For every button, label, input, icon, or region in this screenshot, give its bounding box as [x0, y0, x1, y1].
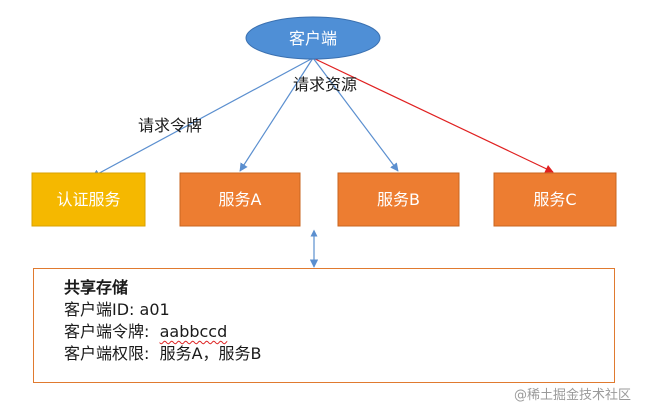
- service-b-label: 服务B: [377, 190, 420, 209]
- auth-service-label: 认证服务: [56, 190, 120, 209]
- client-token-row: 客户端令牌: aabbccd: [64, 321, 614, 343]
- client-id-label: 客户端ID:: [64, 300, 140, 319]
- arrow-client-to-service-c: [312, 57, 554, 173]
- client-node: [245, 16, 381, 60]
- client-token-value: aabbccd: [159, 322, 228, 341]
- service-a-box: [179, 172, 301, 227]
- arrow-client-to-service-a: [239, 57, 314, 172]
- service-c-label: 服务C: [533, 190, 576, 209]
- client-node-label: 客户端: [289, 29, 337, 48]
- client-id-value: a01: [139, 300, 170, 319]
- shared-storage-title: 共享存储: [64, 278, 129, 297]
- request-resource-label: 请求资源: [293, 75, 357, 94]
- arrow-client-to-auth: [91, 57, 314, 178]
- client-id-row: 客户端ID: a01: [64, 299, 614, 321]
- shared-storage-box: 共享存储 客户端ID: a01 客户端令牌: aabbccd 客户端权限: 服务…: [33, 268, 615, 383]
- client-permissions-value: 服务A，服务B: [159, 344, 262, 363]
- watermark: @稀土掘金技术社区: [513, 388, 631, 403]
- arrow-client-to-service-b: [312, 57, 399, 172]
- service-a-label: 服务A: [219, 190, 262, 209]
- client-permissions-label: 客户端权限:: [64, 344, 160, 363]
- client-token-label: 客户端令牌:: [64, 322, 160, 341]
- service-c-box: [493, 172, 617, 227]
- request-token-label: 请求令牌: [138, 116, 202, 135]
- auth-service-box: [31, 172, 146, 227]
- client-permissions-row: 客户端权限: 服务A，服务B: [64, 343, 614, 365]
- service-b-box: [337, 172, 460, 227]
